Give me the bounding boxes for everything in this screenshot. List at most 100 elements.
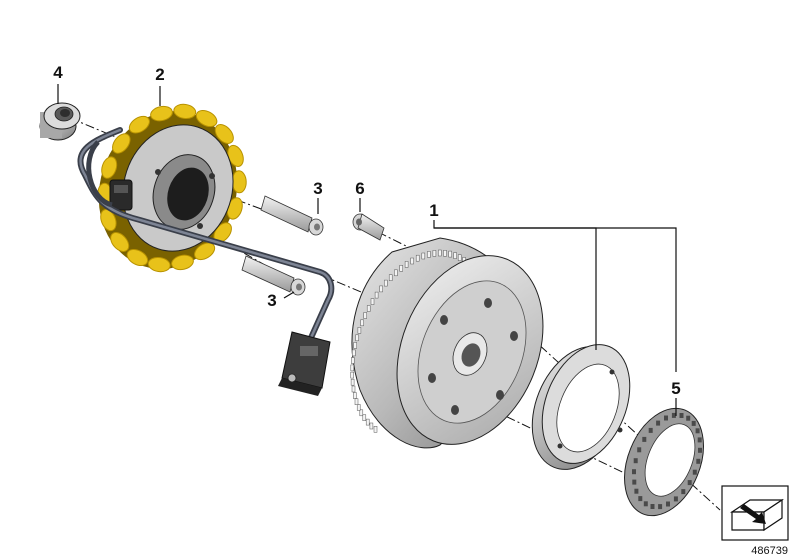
rotor-tooth [369,422,374,430]
part-5-flange-ring[interactable] [515,332,646,484]
sprag-element [648,427,653,433]
sprag-element [658,504,663,510]
rotor-tooth [350,378,355,386]
rotor-tooth [366,305,371,312]
leader-lines [57,84,677,416]
sprag-element [650,504,655,509]
sprag-element [656,420,661,426]
rotor-tooth [352,349,356,357]
rotor-tooth [365,418,370,426]
stator-winding-coil [194,242,216,261]
part-6-short-bolt[interactable] [352,213,385,241]
rotor-tooth [415,254,420,262]
rotor-tooth [457,254,462,261]
sprag-elements [632,412,702,510]
sprag-element [664,415,668,421]
sprag-element [695,428,700,434]
rotor-tooth [427,251,431,258]
part-2-stator[interactable] [79,93,258,287]
rotor-tooth [362,414,367,421]
rotor-tooth [351,385,356,393]
sprag-element [632,469,636,475]
rotor-tooth [404,261,409,268]
rotor-tooth [353,392,357,399]
sprag-element [692,469,697,475]
sprag-element [634,488,639,494]
rotor-tooth [360,319,364,327]
callout-2[interactable]: 2 [155,65,164,84]
rotor-tooth [373,426,378,433]
stator-winding-coil [173,103,197,119]
sprag-element [666,501,670,507]
sprag-element [632,479,637,485]
part-3-bolt-upper[interactable] [260,195,324,236]
cable-plug-connector [278,331,331,396]
rotor-tooth [370,298,375,305]
reference-number: 486739 [751,545,788,557]
callout-numbers: 4 2 3 3 6 1 5 [53,63,680,398]
rotor-tooth [354,398,359,405]
stator-winding-coil [147,257,171,273]
sprag-element [637,447,642,453]
callout-1[interactable]: 1 [429,201,438,220]
rotor-tooth [357,327,362,334]
callout-4[interactable]: 4 [53,63,63,82]
stator-winding-coil [231,170,247,194]
rotor-tooth [351,357,355,364]
sprag-element [687,480,692,486]
sprag-element [673,496,678,502]
rotor-tooth [350,371,354,379]
stator-winding-coil [171,254,194,271]
callout-3-upper[interactable]: 3 [313,179,322,198]
part-3-bolt-lower[interactable] [241,255,306,296]
rotor-tooth [356,404,361,411]
rotor-tooth [399,265,403,272]
sprag-element [697,437,702,443]
sprag-element [696,458,701,464]
stator-winding-coil [101,156,118,179]
rotor-tooth [438,249,442,257]
sprag-element [638,496,643,502]
rotor-tooth [388,274,393,281]
callout-6[interactable]: 6 [355,179,364,198]
rotor-tooth [359,409,364,417]
callout-3-lower[interactable]: 3 [267,291,276,310]
sprag-element [691,420,696,426]
open-box-arrow-icon [730,498,784,532]
rotor-tooth [374,291,379,299]
rotor-bolt-holes [428,298,518,415]
rotor-tooth [394,269,398,277]
rotor-tooth [384,279,388,287]
callout-5[interactable]: 5 [671,379,680,398]
rotor-tooth [443,250,447,257]
rotor-tooth [355,334,359,342]
stator-winding-coil [214,124,234,144]
sprag-element [633,458,638,464]
stator-winding-coil [126,248,149,267]
sprag-element [686,415,691,421]
sprag-element [681,489,686,495]
part-1-rotor-flywheel[interactable] [350,234,570,467]
stator-winding-coil [112,133,131,154]
rotor-tooth [410,257,414,265]
parts-group-icon-box [721,485,789,541]
stator-windings [97,103,247,273]
rotor-trigger-ring [350,249,470,433]
rotor-tooth [448,250,452,258]
stator-winding-coil [150,105,173,122]
sprag-element [679,413,684,418]
rotor-tooth [379,285,383,293]
stator-winding-coil [128,115,150,134]
stator-winding-coil [110,232,130,252]
part-4-bushing[interactable] [39,102,81,141]
part-5-freewheel-clutch[interactable] [610,397,719,528]
stator-winding-coil [100,209,117,232]
stator-cable-harness [77,127,335,396]
rotor-tooth [432,250,437,257]
sprag-element [698,447,702,453]
rotor-tooth [350,364,355,372]
sprag-element [642,436,647,442]
rotor-tooth [363,312,367,319]
rotor-tooth [453,252,457,259]
